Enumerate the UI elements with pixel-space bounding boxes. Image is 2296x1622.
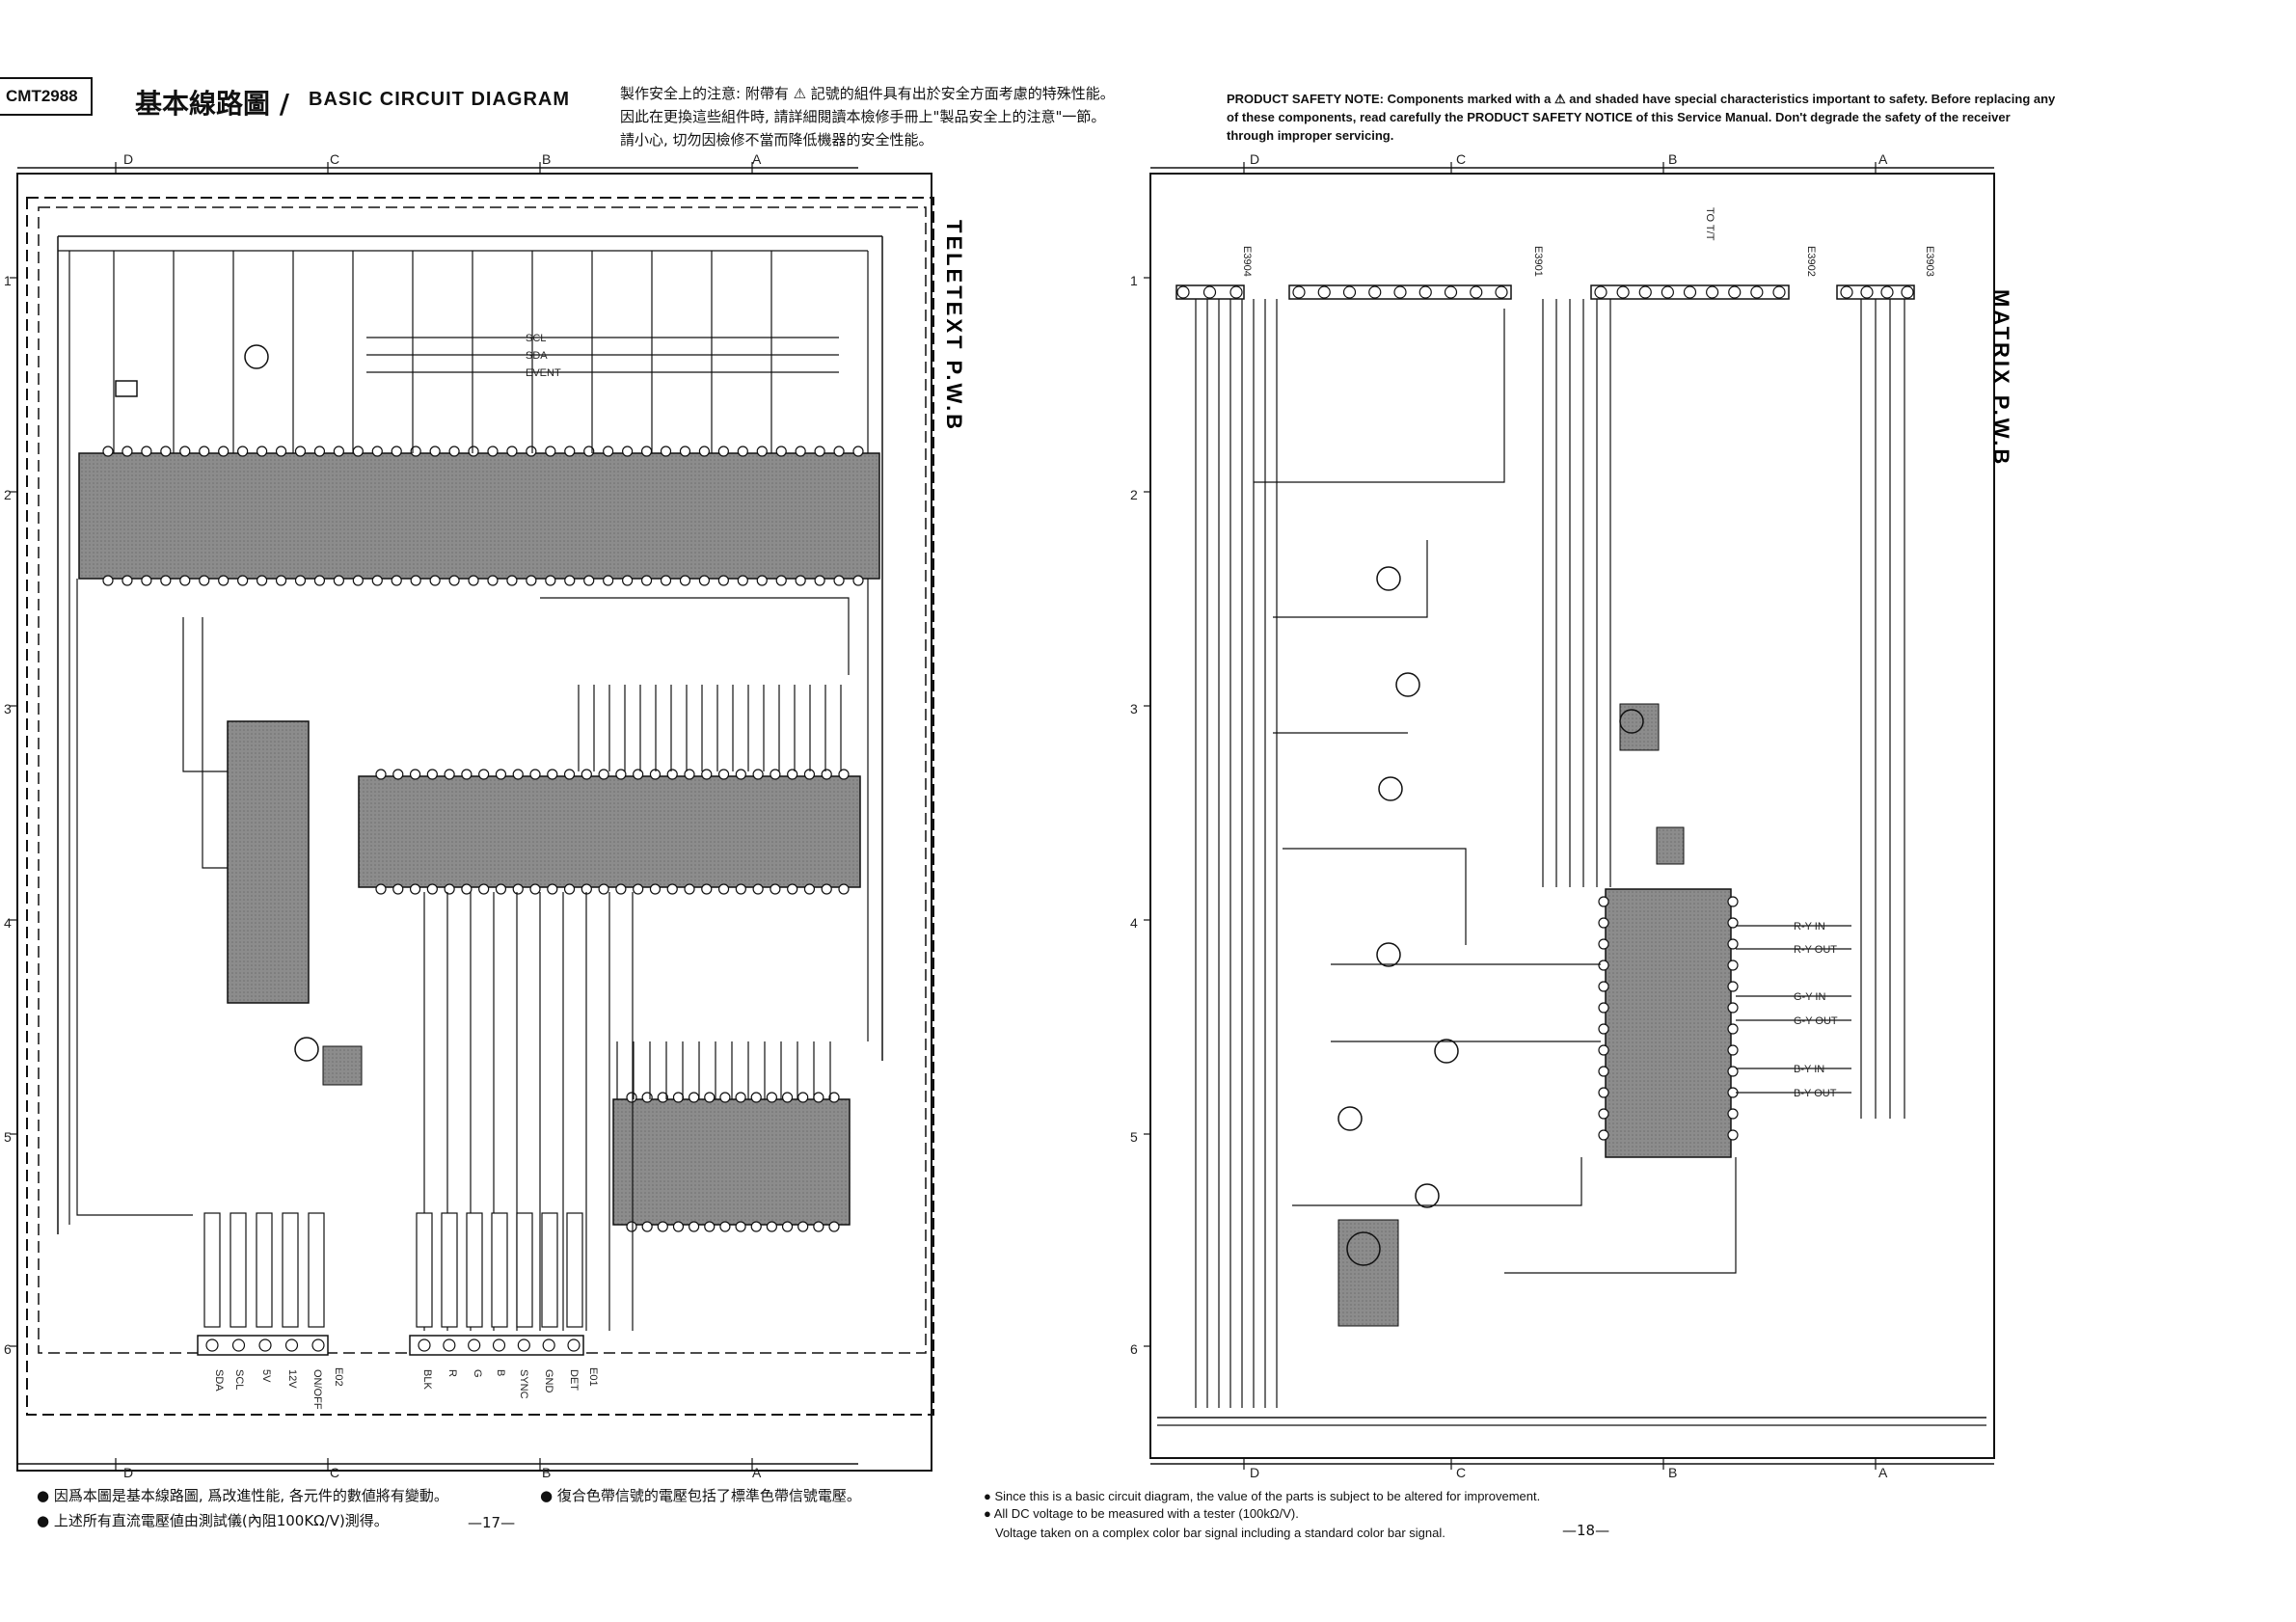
row-marker-1: 1 (4, 273, 12, 288)
crystal (115, 380, 138, 397)
r-col-marker-b: B (1668, 151, 1677, 167)
io-by-out: B-Y OUT (1794, 1088, 1837, 1099)
row-marker-2: 2 (4, 487, 12, 502)
bus-label-sda: SDA (526, 350, 548, 362)
e3904-id: E3904 (1241, 246, 1253, 277)
r-row-marker-6: 6 (1130, 1341, 1138, 1357)
e3902-id: E3902 (1805, 246, 1817, 277)
matrix-board-title: MATRIX P.W.B (1989, 289, 2013, 467)
io-ry-out: R-Y OUT (1794, 944, 1837, 956)
footer-note-en-1: ● Since this is a basic circuit diagram,… (984, 1489, 1541, 1503)
safety-note-cn-3: 請小心, 切勿因檢修不當而降低機器的安全性能。 (620, 131, 933, 149)
r-col-marker-c-bottom: C (1456, 1465, 1466, 1480)
footer-note-en-3: Voltage taken on a complex color bar sig… (995, 1526, 1445, 1540)
footer-note-cn-3: ● 復合色帶信號的電壓包括了標準色帶信號電壓。 (540, 1487, 861, 1504)
row-marker-3: 3 (4, 701, 12, 716)
footer-note-en-2: ● All DC voltage to be measured with a t… (984, 1506, 1299, 1521)
model-label: CMT2988 (0, 77, 93, 116)
e3901-id: E3901 (1532, 246, 1544, 277)
bus-label-scl: SCL (526, 333, 546, 344)
r-col-marker-c: C (1456, 151, 1466, 167)
matrix-ic-safety-block (1656, 826, 1685, 865)
e01-label-b: B (495, 1369, 506, 1376)
io-ry-in: R-Y IN (1794, 921, 1825, 933)
to-tt-label: TO T/T (1704, 207, 1715, 241)
e02-label-12v: 12V (286, 1369, 298, 1389)
e01-label-r: R (446, 1369, 458, 1377)
r-col-marker-a: A (1878, 151, 1888, 167)
row-marker-4: 4 (4, 915, 12, 931)
transistor-q02 (322, 1045, 363, 1086)
teletext-board-title: TELETEXT P.W.B (942, 220, 966, 432)
transistor-q01 (244, 344, 269, 369)
e01-label-gnd: GND (543, 1369, 554, 1393)
regulator-ic (227, 720, 310, 1004)
page-number-right: —18— (1562, 1522, 1610, 1539)
r-col-marker-a-bottom: A (1878, 1465, 1888, 1480)
e01-label-blk: BLK (421, 1369, 433, 1390)
col-marker-c: C (330, 151, 339, 167)
r-row-marker-2: 2 (1130, 487, 1138, 502)
e02-label-onoff: ON/OFF (311, 1369, 323, 1410)
col-marker-a-bottom: A (752, 1465, 762, 1480)
e02-label-5v: 5V (260, 1369, 272, 1383)
e02-id: E02 (333, 1367, 344, 1387)
footer-note-cn-1: ● 因爲本圖是基本線路圖, 爲改進性能, 各元件的數値將有變動。 (37, 1487, 448, 1504)
safety-note-cn-2: 因此在更換這些組件時, 請詳細閱讀本檢修手冊上"製品安全上的注意"一節。 (620, 108, 1106, 125)
e02-label-scl: SCL (233, 1369, 245, 1390)
r-row-marker-4: 4 (1130, 915, 1138, 931)
r-row-marker-3: 3 (1130, 701, 1138, 716)
safety-component-2 (1337, 1219, 1399, 1327)
page-number-left: —17— (468, 1514, 516, 1531)
e02-label-sda: SDA (213, 1369, 225, 1392)
bus-label-event: EVENT (526, 367, 561, 379)
e01-label-g: G (472, 1369, 483, 1378)
col-marker-c-bottom: C (330, 1465, 339, 1480)
ic-main-pins (102, 446, 864, 586)
col-marker-d: D (123, 151, 133, 167)
matrix-ic (1605, 888, 1732, 1158)
r-row-marker-1: 1 (1130, 273, 1138, 288)
safety-note-cn-1: 製作安全上的注意: 附帶有 ⚠ 記號的組件具有出於安全方面考慮的特殊性能。 (620, 85, 1115, 102)
e01-label-sync: SYNC (518, 1369, 529, 1399)
r-col-marker-d: D (1250, 151, 1259, 167)
teletext-ic-main (78, 452, 880, 580)
e01-id: E01 (587, 1367, 599, 1387)
r-row-marker-5: 5 (1130, 1129, 1138, 1145)
teletext-ic-middle (358, 775, 861, 888)
matrix-board: D C B A D C B A 1 2 3 4 5 6 MATRIX P.W.B… (1130, 151, 2013, 1480)
r-col-marker-d-bottom: D (1250, 1465, 1259, 1480)
col-marker-a: A (752, 151, 762, 167)
col-marker-b: B (542, 151, 551, 167)
e01-label-det: DET (568, 1369, 580, 1391)
title-chinese: 基本線路圖 / (135, 88, 289, 120)
teletext-board: D C B A D C B A 1 2 3 4 5 6 TELETEXT P.W… (4, 151, 966, 1480)
io-gy-out: G-Y OUT (1794, 1015, 1838, 1027)
memory-ic (612, 1098, 851, 1226)
col-marker-b-bottom: B (542, 1465, 551, 1480)
row-marker-6: 6 (4, 1341, 12, 1357)
row-marker-5: 5 (4, 1129, 12, 1145)
io-gy-in: G-Y IN (1794, 991, 1825, 1003)
e3903-id: E3903 (1924, 246, 1935, 277)
col-marker-d-bottom: D (123, 1465, 133, 1480)
ic-middle-pins (375, 769, 850, 895)
footer-note-cn-2: ● 上述所有直流電壓値由測試儀(內阻100KΩ/V)測得。 (37, 1512, 389, 1529)
page-title: BASIC CIRCUIT DIAGRAM (309, 89, 570, 110)
r-col-marker-b-bottom: B (1668, 1465, 1677, 1480)
io-by-in: B-Y IN (1794, 1064, 1824, 1075)
safety-note-en: PRODUCT SAFETY NOTE: Components marked w… (1227, 92, 2056, 143)
